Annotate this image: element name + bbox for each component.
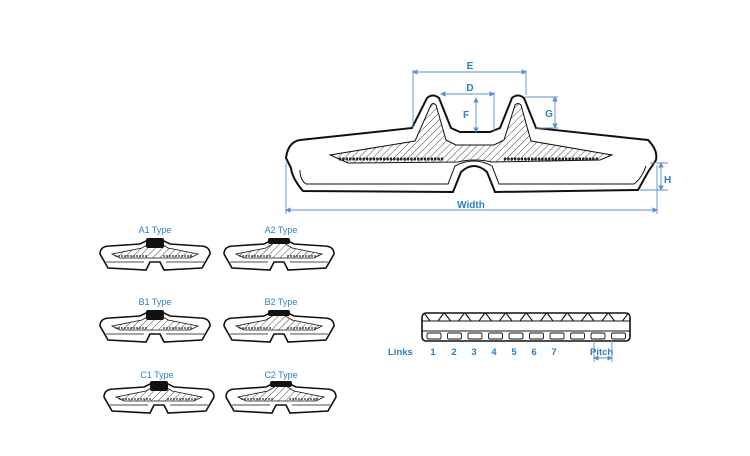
track-side-strip [421, 312, 631, 342]
link-number: 2 [451, 347, 456, 358]
dimension-label-h: H [664, 175, 671, 186]
steel-cords-right [503, 157, 599, 161]
dimension-label-g: G [545, 109, 553, 120]
track-outline [284, 94, 658, 194]
type-label: B2 Type [265, 297, 298, 307]
link-number: 3 [471, 347, 476, 358]
pitch-label: Pitch [590, 347, 613, 358]
type-thumbnail: C1 Type [103, 370, 215, 414]
type-thumbnail: B2 Type [223, 297, 335, 343]
link-number: 1 [430, 347, 436, 358]
inner-contour [299, 160, 647, 185]
dimension-label-e: E [467, 61, 474, 72]
type-thumbnail: C2 Type [225, 370, 337, 414]
link-number: 6 [531, 347, 536, 358]
type-label: C1 Type [140, 370, 173, 380]
metal-core [328, 103, 614, 164]
link-number: 5 [511, 347, 517, 358]
type-label: B1 Type [139, 297, 172, 307]
steel-cords-left [338, 157, 444, 161]
type-thumbnail: A2 Type [223, 225, 335, 271]
links-side-view: Links 1 2 3 4 5 6 7 Pitch [388, 312, 631, 362]
type-thumbnails: A1 Type A2 Type B1 Type B2 Type C1 Type C2 Ty… [99, 225, 337, 414]
links-label: Links [388, 347, 413, 358]
type-thumbnail: B1 Type [99, 297, 211, 343]
type-label: A1 Type [139, 225, 172, 235]
link-numbers: 1 2 3 4 5 6 7 [430, 347, 556, 358]
dimension-label-f: F [463, 110, 469, 121]
type-label: A2 Type [265, 225, 298, 235]
type-thumbnail: A1 Type [99, 225, 211, 271]
dimension-label-d: D [466, 83, 473, 94]
main-cross-section: E D F G H Width [284, 61, 671, 214]
dimension-label-width: Width [457, 200, 485, 211]
link-number: 4 [491, 347, 497, 358]
link-number: 7 [551, 347, 556, 358]
type-label: C2 Type [264, 370, 297, 380]
